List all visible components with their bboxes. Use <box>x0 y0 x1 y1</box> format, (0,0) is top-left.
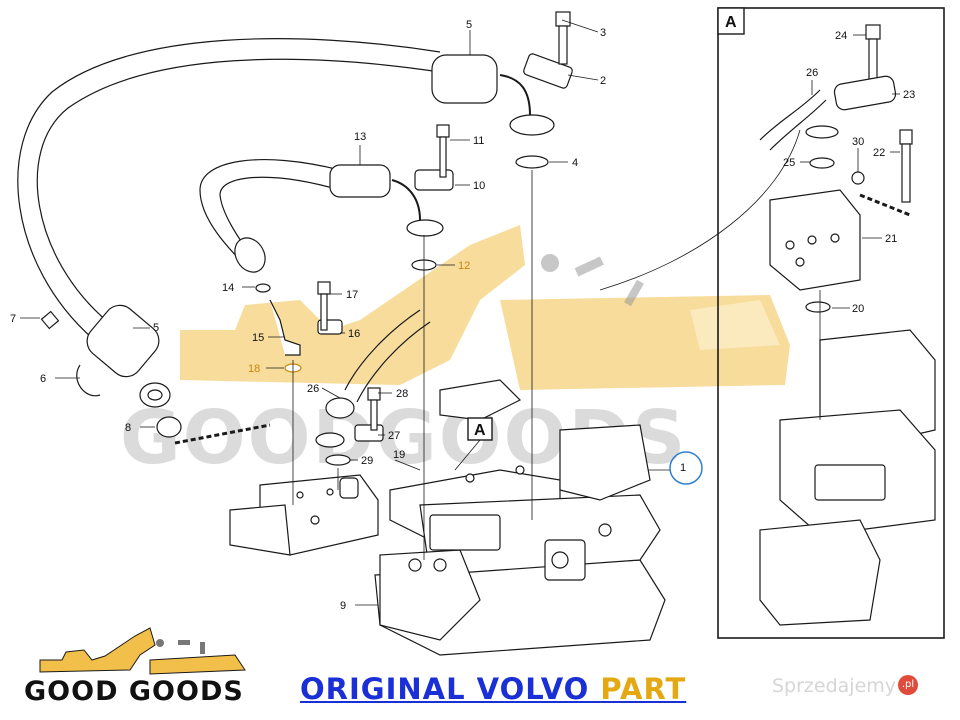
callout-16: 16 <box>348 328 360 340</box>
callout-8: 8 <box>125 422 131 434</box>
main-valve-assembly <box>374 379 666 656</box>
footer-title-main: ORIGINAL VOLVO <box>300 672 601 706</box>
bolts <box>40 11 913 431</box>
detail-marker-a: A <box>454 417 493 471</box>
callout-11: 11 <box>473 135 484 147</box>
callout-7: 7 <box>10 313 16 325</box>
callout-6: 6 <box>40 373 46 385</box>
inset-label: A <box>725 14 737 31</box>
fittings <box>76 53 573 466</box>
callout-23: 23 <box>903 89 915 101</box>
marketplace-name: Sprzedajemy <box>772 675 897 697</box>
watermark-machine <box>180 225 790 390</box>
callout-3: 3 <box>600 27 606 39</box>
callout-18: 18 <box>248 363 260 375</box>
highlight-circle <box>669 451 703 485</box>
callout-10: 10 <box>473 180 485 192</box>
hose-13 <box>199 158 444 273</box>
callout-19: 19 <box>393 449 405 461</box>
detail-marker-text: A <box>474 422 486 439</box>
watermark-tools-icon <box>541 254 644 307</box>
leader-lines <box>20 19 801 606</box>
callout-22: 22 <box>873 147 885 159</box>
callout-25: 25 <box>783 157 795 169</box>
callout-numbers: 1 2 3 4 5 5 6 7 8 9 10 11 12 13 14 15 16… <box>10 19 915 612</box>
callout-9: 9 <box>340 600 346 612</box>
footer-title-link[interactable]: ORIGINAL VOLVO PART <box>300 672 686 706</box>
footer-title-accent: PART <box>600 672 687 706</box>
inset-detail-a: A <box>717 7 945 639</box>
callout-14: 14 <box>222 282 234 294</box>
brand-name: GOOD GOODS <box>24 676 244 707</box>
callout-27: 27 <box>388 430 400 442</box>
callout-29: 29 <box>361 455 373 467</box>
callout-26-inset: 26 <box>806 67 818 79</box>
callout-17: 17 <box>346 289 358 301</box>
callout-20: 20 <box>852 303 864 315</box>
callout-12: 12 <box>458 260 470 272</box>
marketplace-watermark: Sprzedajemy.pl <box>772 675 919 697</box>
small-valve-block <box>229 474 379 556</box>
brand-logo-machine <box>39 627 246 675</box>
hose-5-upper <box>15 38 555 339</box>
callout-30: 30 <box>852 136 864 148</box>
callout-28: 28 <box>396 388 408 400</box>
callout-24: 24 <box>835 30 847 42</box>
callout-5b: 5 <box>153 322 159 334</box>
callout-15: 15 <box>252 332 264 344</box>
callout-5a: 5 <box>466 19 472 31</box>
marketplace-badge: .pl <box>898 675 919 695</box>
callout-2: 2 <box>600 75 606 87</box>
callout-1: 1 <box>680 462 686 474</box>
callout-21: 21 <box>885 233 897 245</box>
callout-26: 26 <box>307 383 319 395</box>
callout-13: 13 <box>354 131 366 143</box>
callout-4: 4 <box>572 157 578 169</box>
dashed-cable <box>174 423 271 445</box>
hose-5-lower <box>86 304 171 408</box>
